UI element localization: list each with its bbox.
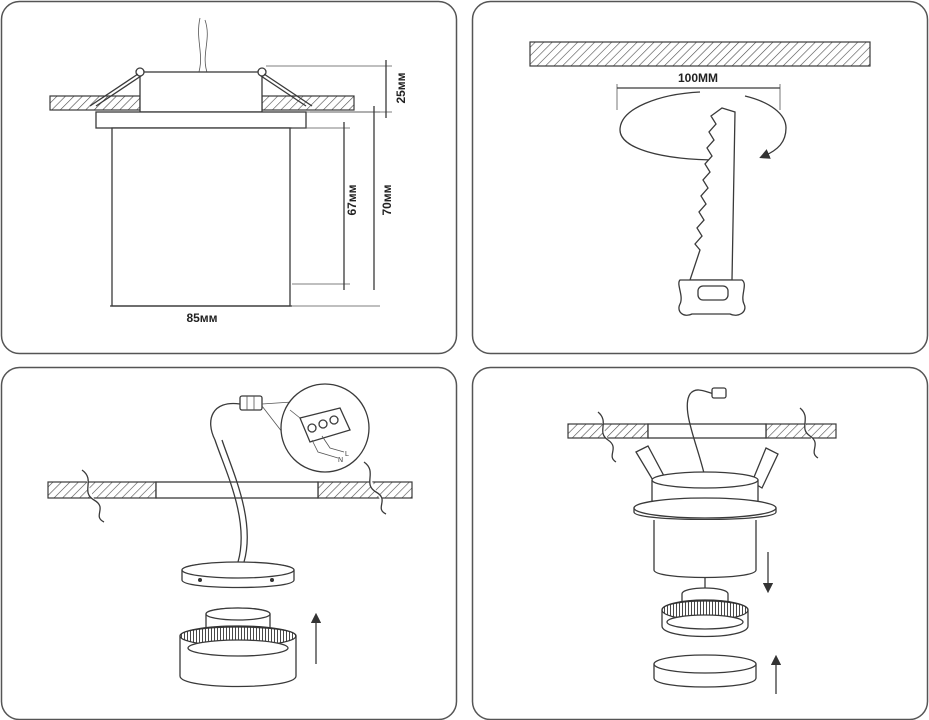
terminal-l-label: L xyxy=(345,451,349,458)
panel-dimensions-frame xyxy=(0,0,458,355)
lamp-body xyxy=(111,127,291,307)
panel-dimensions: 25мм 67мм 70мм 85мм xyxy=(49,17,408,325)
saw-blade-icon xyxy=(689,107,736,281)
lamp-flange xyxy=(95,111,307,129)
spring-clip-right xyxy=(751,447,779,489)
panel-cutout: 100MM xyxy=(529,41,871,316)
panel-mounting xyxy=(567,387,837,694)
panel-cutout-frame xyxy=(471,0,929,355)
dim-total-height-label: 70мм xyxy=(380,184,394,215)
lamp-cylinder xyxy=(653,520,757,579)
dim-diameter-label: 85мм xyxy=(186,311,217,325)
dim-body-height-label: 67мм xyxy=(345,184,359,215)
terminal-block xyxy=(239,395,263,411)
ceiling-slab xyxy=(529,41,871,67)
dim-depth-above-label: 25мм xyxy=(394,72,408,103)
terminal-n-label: N xyxy=(338,457,343,464)
panel-wiring: N L xyxy=(47,383,413,688)
dim-cutout-label: 100MM xyxy=(678,71,718,85)
